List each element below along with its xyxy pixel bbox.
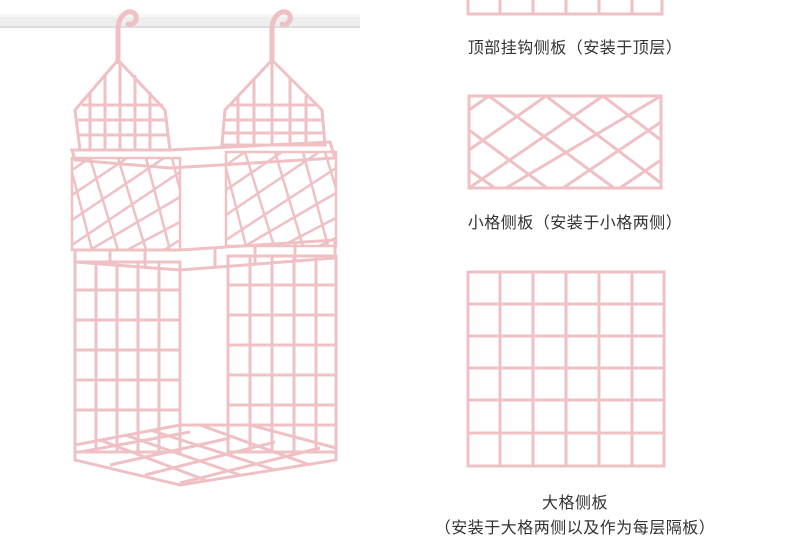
large-panel-caption-title: 大格侧板: [541, 493, 608, 512]
hook-left: [115, 9, 139, 65]
top-hook-panel-right: [220, 57, 327, 147]
hook-right: [269, 9, 293, 65]
top-panel-caption: 顶部挂钩侧板（安装于顶层）: [467, 38, 683, 57]
top-hook-panel-left: [73, 57, 172, 152]
top-panel-illustration: [466, 0, 664, 16]
small-panel-illustration: [467, 94, 663, 190]
small-panel-caption: 小格侧板（安装于小格两侧）: [467, 213, 683, 232]
large-panel-caption-note: （安装于大格两侧以及作为每层隔板）: [434, 518, 716, 537]
small-compartment-left-panel: [70, 156, 182, 252]
large-panel-illustration: [466, 270, 666, 468]
large-compartment-right-panel: [226, 254, 338, 454]
small-compartment-right-panel: [224, 150, 338, 248]
large-compartment-left-panel: [73, 260, 182, 454]
bottom-shelf: [73, 423, 338, 487]
hanging-rod: [0, 14, 360, 28]
